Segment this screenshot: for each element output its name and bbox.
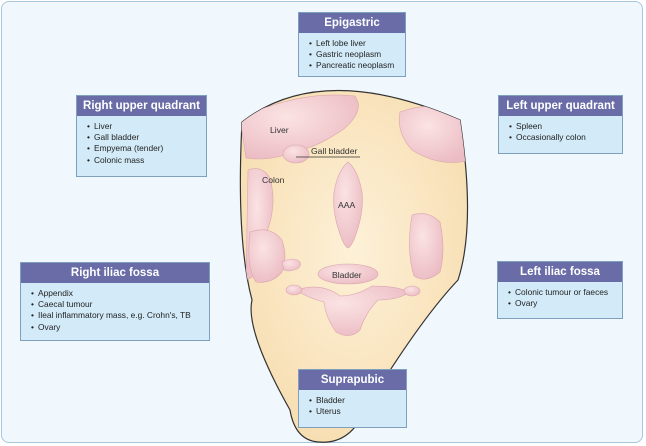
label-colon: Colon xyxy=(262,175,285,185)
box-suprapubic: Suprapubic Bladder Uterus xyxy=(298,369,407,428)
box-epigastric-title: Epigastric xyxy=(299,13,405,33)
box-right-iliac-fossa-list: Appendix Caecal tumour Ileal inflammator… xyxy=(21,283,209,337)
caecum-shape xyxy=(248,229,286,283)
box-epigastric: Epigastric Left lobe liver Gastric neopl… xyxy=(298,12,406,77)
appendix-shape xyxy=(281,258,301,272)
list-item: Ovary xyxy=(508,298,618,309)
box-suprapubic-list: Bladder Uterus xyxy=(299,390,406,421)
list-item: Gall bladder xyxy=(87,132,202,143)
list-item: Colonic tumour or faeces xyxy=(508,287,618,298)
box-epigastric-list: Left lobe liver Gastric neoplasm Pancrea… xyxy=(299,33,405,76)
descending-colon xyxy=(409,213,444,280)
box-right-iliac-fossa: Right iliac fossa Appendix Caecal tumour… xyxy=(20,262,210,341)
list-item: Empyema (tender) xyxy=(87,143,202,154)
box-right-upper-quadrant-list: Liver Gall bladder Empyema (tender) Colo… xyxy=(77,116,206,170)
list-item: Spleen xyxy=(509,121,618,132)
list-item: Ovary xyxy=(31,322,205,333)
list-item: Gastric neoplasm xyxy=(309,49,401,60)
label-gall-bladder: Gall bladder xyxy=(311,146,358,156)
box-left-upper-quadrant-list: Spleen Occasionally colon xyxy=(499,116,622,147)
label-bladder: Bladder xyxy=(332,270,362,280)
list-item: Appendix xyxy=(31,288,205,299)
aaa-shape xyxy=(333,161,363,249)
list-item: Left lobe liver xyxy=(309,38,401,49)
box-left-iliac-fossa-title: Left iliac fossa xyxy=(498,262,622,282)
liver-shape xyxy=(240,94,359,160)
box-left-upper-quadrant-title: Left upper quadrant xyxy=(499,96,622,116)
list-item: Occasionally colon xyxy=(509,132,618,143)
bladder-shape xyxy=(317,263,379,285)
box-left-upper-quadrant: Left upper quadrant Spleen Occasionally … xyxy=(498,95,623,154)
box-right-upper-quadrant: Right upper quadrant Liver Gall bladder … xyxy=(76,95,207,177)
right-ovary-shape xyxy=(403,285,421,297)
label-aaa: AAA xyxy=(338,200,356,210)
list-item: Liver xyxy=(87,121,202,132)
list-item: Ileal inflammatory mass, e.g. Crohn's, T… xyxy=(31,310,205,321)
list-item: Bladder xyxy=(309,395,402,406)
label-liver: Liver xyxy=(270,125,289,135)
list-item: Pancreatic neoplasm xyxy=(309,60,401,71)
box-left-iliac-fossa-list: Colonic tumour or faeces Ovary xyxy=(498,282,622,313)
list-item: Caecal tumour xyxy=(31,299,205,310)
uterus-shape xyxy=(295,285,411,336)
box-right-upper-quadrant-title: Right upper quadrant xyxy=(77,96,206,116)
list-item: Uterus xyxy=(309,406,402,417)
list-item: Colonic mass xyxy=(87,155,202,166)
box-left-iliac-fossa: Left iliac fossa Colonic tumour or faece… xyxy=(497,261,623,319)
box-right-iliac-fossa-title: Right iliac fossa xyxy=(21,263,209,283)
gallbladder-shape xyxy=(282,144,310,164)
left-ovary-shape xyxy=(285,284,303,296)
box-suprapubic-title: Suprapubic xyxy=(299,370,406,390)
